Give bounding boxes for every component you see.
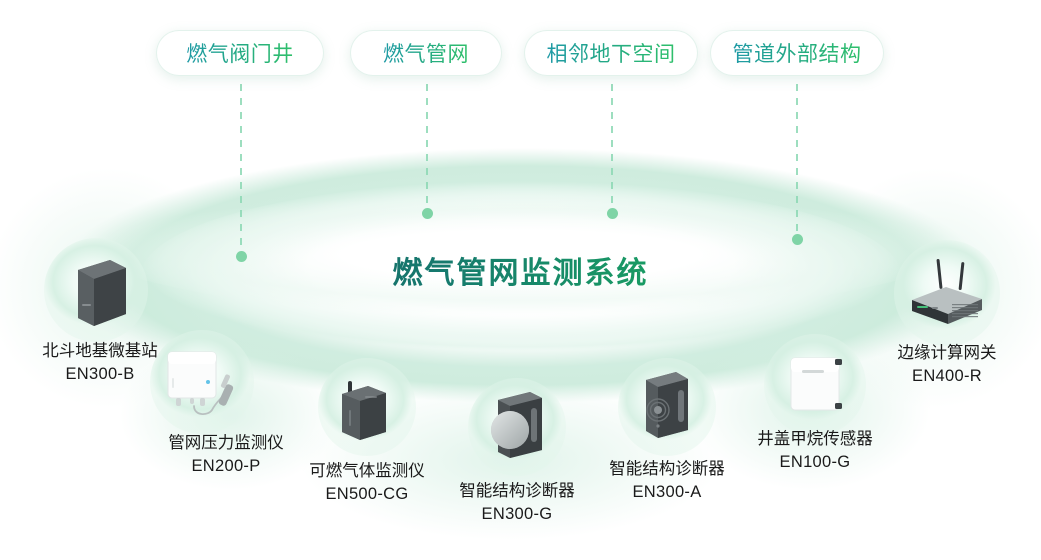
device-label-base-station: 北斗地基微基站 EN300-B	[0, 340, 200, 387]
pill-label: 管道外部结构	[733, 38, 862, 68]
device-label-edge-gateway: 边缘计算网关 EN400-R	[847, 342, 1041, 389]
device-model: EN300-B	[65, 365, 135, 384]
device-label-structure-diagnoser-a: 智能结构诊断器 EN300-A	[567, 458, 767, 505]
device-name: 边缘计算网关	[897, 344, 997, 362]
connector-dot-2	[422, 208, 433, 219]
pill-label: 燃气管网	[383, 38, 469, 68]
device-model: EN200-P	[191, 457, 261, 476]
device-model: EN500-CG	[325, 485, 409, 504]
device-node-edge-gateway[interactable]	[894, 240, 1000, 346]
device-node-gas-detector[interactable]	[318, 358, 416, 456]
connector-line-2	[426, 84, 428, 215]
edge-gateway-icon	[912, 259, 982, 324]
device-node-methane-sensor[interactable]	[764, 334, 866, 436]
device-label-pressure-monitor: 管网压力监测仪 EN200-P	[126, 432, 326, 479]
device-name: 北斗地基微基站	[42, 342, 158, 360]
pill-label: 相邻地下空间	[547, 38, 676, 68]
device-model: EN100-G	[779, 453, 851, 472]
device-label-structure-diagnoser-g: 智能结构诊断器 EN300-G	[417, 480, 617, 527]
device-model: EN300-A	[632, 483, 702, 502]
base-station-icon	[78, 260, 126, 326]
gas-detector-icon	[342, 381, 386, 440]
pill-adjacent-underground-space[interactable]: 相邻地下空间	[524, 30, 698, 76]
system-ring	[0, 148, 1041, 408]
device-node-structure-diagnoser-g[interactable]	[468, 378, 566, 476]
pill-pipeline-external-structure[interactable]: 管道外部结构	[710, 30, 884, 76]
device-label-gas-detector: 可燃气体监测仪 EN500-CG	[267, 460, 467, 507]
pill-gas-valve-well[interactable]: 燃气阀门井	[156, 30, 324, 76]
connector-dot-4	[792, 234, 803, 245]
device-name: 智能结构诊断器	[459, 482, 575, 500]
pill-gas-pipeline-network[interactable]: 燃气管网	[350, 30, 502, 76]
device-node-base-station[interactable]	[44, 238, 148, 342]
device-model: EN300-G	[481, 505, 553, 524]
device-model: EN400-R	[912, 367, 982, 386]
structure-diagnoser-a-icon	[646, 372, 688, 438]
device-name: 可燃气体监测仪	[309, 462, 425, 480]
connector-line-1	[240, 84, 242, 256]
structure-diagnoser-g-icon	[491, 392, 542, 458]
device-node-pressure-monitor[interactable]	[150, 330, 254, 434]
pressure-monitor-icon	[167, 351, 234, 415]
pill-label: 燃气阀门井	[186, 38, 294, 68]
ring-sheen	[76, 163, 966, 317]
device-name: 管网压力监测仪	[168, 434, 284, 452]
connector-line-3	[611, 84, 613, 215]
device-node-structure-diagnoser-a[interactable]	[618, 358, 716, 456]
connector-dot-3	[607, 208, 618, 219]
system-title: 燃气管网监测系统	[0, 248, 1041, 292]
connector-line-4	[796, 84, 798, 239]
device-name: 井盖甲烷传感器	[757, 430, 873, 448]
connector-dot-1	[236, 251, 247, 262]
device-name: 智能结构诊断器	[609, 460, 725, 478]
methane-sensor-icon	[790, 357, 842, 411]
device-label-methane-sensor: 井盖甲烷传感器 EN100-G	[715, 428, 915, 475]
